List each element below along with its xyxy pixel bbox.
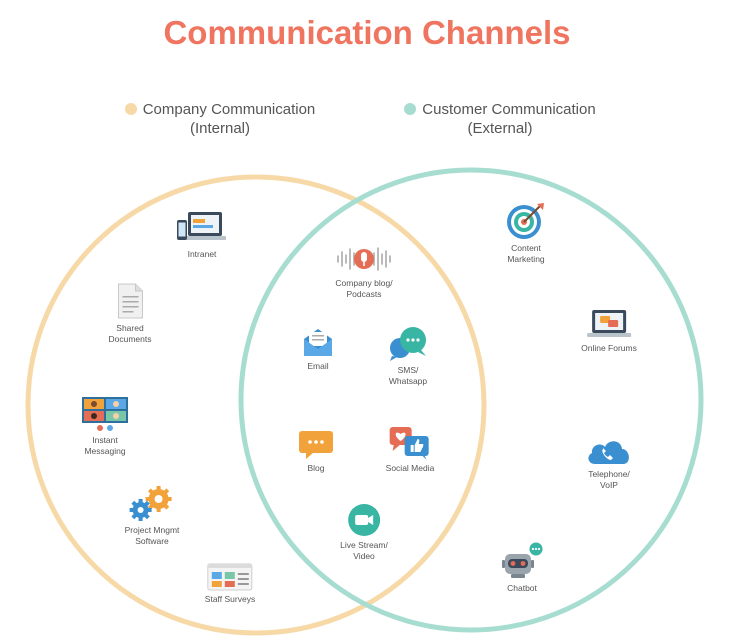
channel-company-blog-podcasts-label: Company blog/Podcasts: [335, 278, 393, 299]
channel-live-stream-video: Live Stream/Video: [340, 503, 388, 561]
podcast-mic-icon: [337, 247, 391, 271]
cloud-phone-icon: [588, 441, 629, 464]
legend-internal-dot: [124, 103, 137, 115]
video-camera-icon: [348, 504, 380, 536]
video-call-icon: [82, 397, 128, 431]
social-media-icon: [389, 427, 429, 460]
channel-telephone-voip: Telephone/VoIP: [585, 436, 633, 490]
internal-circle: [25, 174, 487, 636]
robot-icon: [502, 542, 543, 578]
channel-social-media-label: Social Media: [385, 463, 435, 473]
channel-chatbot-label: Chatbot: [507, 583, 537, 593]
legend-internal-line2: (Internal): [189, 120, 251, 137]
channel-chatbot: Chatbot: [499, 542, 545, 594]
channel-online-forums-label: Online Forums: [581, 343, 637, 353]
channel-live-stream-video-label: Live Stream/Video: [340, 540, 388, 561]
legend-internal-line1: Company Communication: [142, 101, 316, 118]
external-circle: [238, 167, 704, 633]
chat-bubbles-icon: [390, 327, 426, 361]
channel-staff-surveys-label: Staff Surveys: [204, 594, 256, 604]
channel-company-blog-podcasts: Company blog/Podcasts: [335, 243, 393, 299]
laptop-phone-icon: [177, 212, 226, 240]
channel-telephone-voip-label: Telephone/VoIP: [588, 469, 630, 490]
survey-icon: [207, 563, 253, 591]
document-icon: [117, 283, 143, 319]
channel-sms-whatsapp-label: SMS/Whatsapp: [388, 365, 428, 386]
legend-external: Customer Communication (External): [385, 100, 615, 138]
gears-icon: [129, 486, 172, 521]
channel-staff-surveys: Staff Surveys: [205, 563, 255, 605]
legend-external-dot: [404, 103, 417, 115]
channel-social-media: Social Media: [385, 426, 435, 474]
channel-blog-label: Blog: [307, 463, 325, 473]
legend-external-line1: Customer Communication: [422, 101, 596, 118]
channel-email-label: Email: [307, 361, 329, 371]
channel-intranet: Intranet: [174, 210, 230, 260]
target-icon: [507, 203, 544, 239]
blog-bubble-icon: [299, 431, 333, 459]
email-icon: [304, 329, 332, 356]
legend-internal: Company Communication (Internal): [105, 100, 335, 138]
channel-sms-whatsapp: SMS/Whatsapp: [388, 326, 428, 386]
channel-email: Email: [302, 326, 334, 372]
channel-blog: Blog: [298, 430, 334, 474]
page-title: Communication Channels: [163, 14, 571, 51]
channel-intranet-label: Intranet: [187, 249, 217, 259]
legend-external-line2: (External): [467, 120, 533, 137]
channel-online-forums: Online Forums: [581, 308, 637, 354]
laptop-chat-icon: [587, 310, 631, 337]
